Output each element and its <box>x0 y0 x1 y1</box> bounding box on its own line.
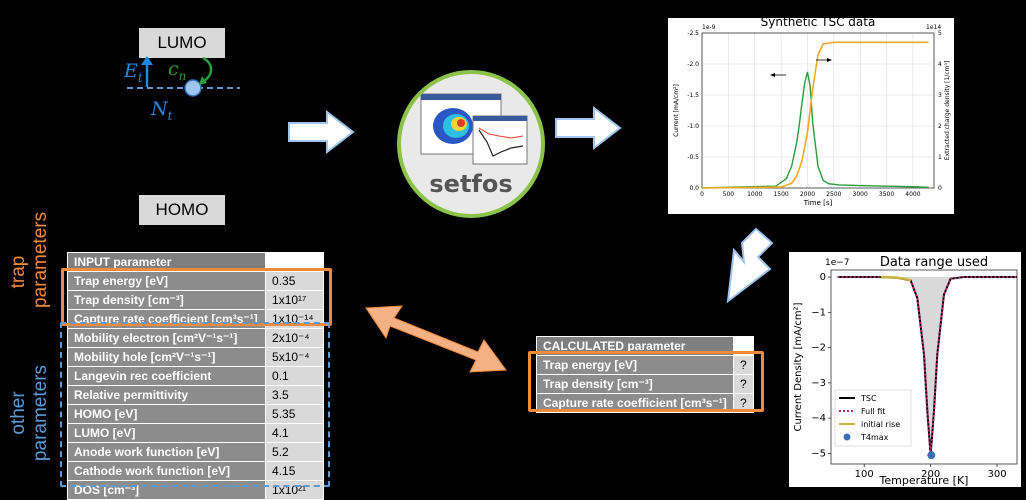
energy-symbol-main: E <box>124 60 138 82</box>
y-tick-label: -1.5 <box>687 92 699 99</box>
legend-label: Full fit <box>861 407 885 416</box>
y2-tick-label: 3 <box>938 92 942 99</box>
y2-tick-label: 2 <box>938 123 942 130</box>
y-tick-label: 0 <box>820 272 826 283</box>
y-tick-label: −4 <box>811 413 826 424</box>
y-exponent: 1e−7 <box>825 258 850 268</box>
t4max-point <box>927 451 935 459</box>
x-axis-label: Time [s] <box>803 199 833 207</box>
x-tick-label: 4000 <box>905 191 920 198</box>
other-label-line-1: other <box>8 358 30 468</box>
arrow-right-1 <box>287 110 357 154</box>
x-tick-label: 2500 <box>826 191 841 198</box>
x-tick-label: 3500 <box>879 191 894 198</box>
y-tick-label: 0.0 <box>689 185 699 192</box>
y2-tick-label: 5 <box>938 30 942 37</box>
y-tick-label: -1.0 <box>687 123 699 130</box>
chart-title: Data range used <box>880 255 988 270</box>
legend-label: TSC <box>860 394 877 403</box>
density-symbol-main: N <box>151 98 168 120</box>
tsc-chart-panel: 0 500 1000 1500 2000 2500 3000 3500 4000 -2.5 -2.0… <box>668 18 954 214</box>
trap-label-line-1: trap <box>8 236 30 308</box>
y-tick-label: -0.5 <box>687 154 699 161</box>
energy-symbol-sub: t <box>138 71 143 85</box>
y-exponent: 1e-9 <box>702 24 716 31</box>
homo-box: HOMO <box>139 195 225 225</box>
y-axis-label: Current Density [mA/cm²] <box>793 302 804 431</box>
x-tick-label: 500 <box>723 191 735 198</box>
y-tick-label: −2 <box>811 343 826 354</box>
software-screenshot-icon <box>401 82 545 182</box>
trap-parameters-label: trap parameters <box>8 236 52 308</box>
capture-symbol-main: c <box>168 58 179 80</box>
arrow-right-2 <box>554 106 624 150</box>
y2-axis-label: Extracted charge density [1/cm³] <box>944 61 951 160</box>
x-tick-label: 3000 <box>853 191 868 198</box>
other-label-line-2: parameters <box>30 358 52 468</box>
energy-symbol: Et <box>124 60 143 85</box>
x-tick-label: 0 <box>700 191 704 198</box>
x-tick-label: 2000 <box>800 191 815 198</box>
y2-tick-label: 1 <box>938 154 942 161</box>
t4max-legend-swatch <box>844 434 851 441</box>
y-tick-label: -2.5 <box>687 30 699 37</box>
capture-symbol-sub: n <box>179 69 187 83</box>
y-tick-label: −1 <box>811 307 826 318</box>
y-tick-label: -2.0 <box>687 61 699 68</box>
density-symbol-sub: t <box>168 109 173 123</box>
current-series-line <box>702 72 929 188</box>
y2-tick-label: 4 <box>938 61 942 68</box>
y-tick-label: −5 <box>811 448 826 459</box>
x-tick-label: 100 <box>855 469 874 480</box>
x-tick-label: 1000 <box>747 191 762 198</box>
y2-tick-label: 0 <box>938 185 942 192</box>
y-axis-label: Current [mA/cm²] <box>673 84 680 137</box>
calc-highlight <box>528 351 764 412</box>
other-parameters-highlight <box>60 322 330 487</box>
right-axis-pointer-head <box>827 58 832 62</box>
left-axis-pointer-head <box>770 73 775 77</box>
density-symbol: Nt <box>151 98 172 123</box>
x-axis-label: Temperature [K] <box>879 474 969 487</box>
x-tick-label: 1500 <box>773 191 788 198</box>
capture-symbol: cn <box>168 58 186 83</box>
software-name: setfos <box>401 170 541 198</box>
x-tick-label: 300 <box>988 469 1007 480</box>
trapped-electron <box>185 80 201 96</box>
legend-label: T4max <box>860 433 889 442</box>
energy-arrow-head <box>141 56 153 65</box>
lumo-box: LUMO <box>139 28 225 58</box>
other-parameters-label: other parameters <box>8 358 52 468</box>
tsc-chart: 0 500 1000 1500 2000 2500 3000 3500 4000 -2.5 -2.0… <box>668 18 954 214</box>
y2-exponent: 1e14 <box>926 24 941 31</box>
setfos-logo: setfos <box>397 70 545 218</box>
legend-label: initial rise <box>861 420 900 429</box>
double-arrow <box>362 300 510 376</box>
arrow-down <box>722 226 778 304</box>
trap-parameters-highlight <box>61 268 332 326</box>
y-tick-label: −3 <box>811 378 826 389</box>
chart-title: Synthetic TSC data <box>761 18 876 29</box>
trap-label-line-2: parameters <box>30 236 52 308</box>
